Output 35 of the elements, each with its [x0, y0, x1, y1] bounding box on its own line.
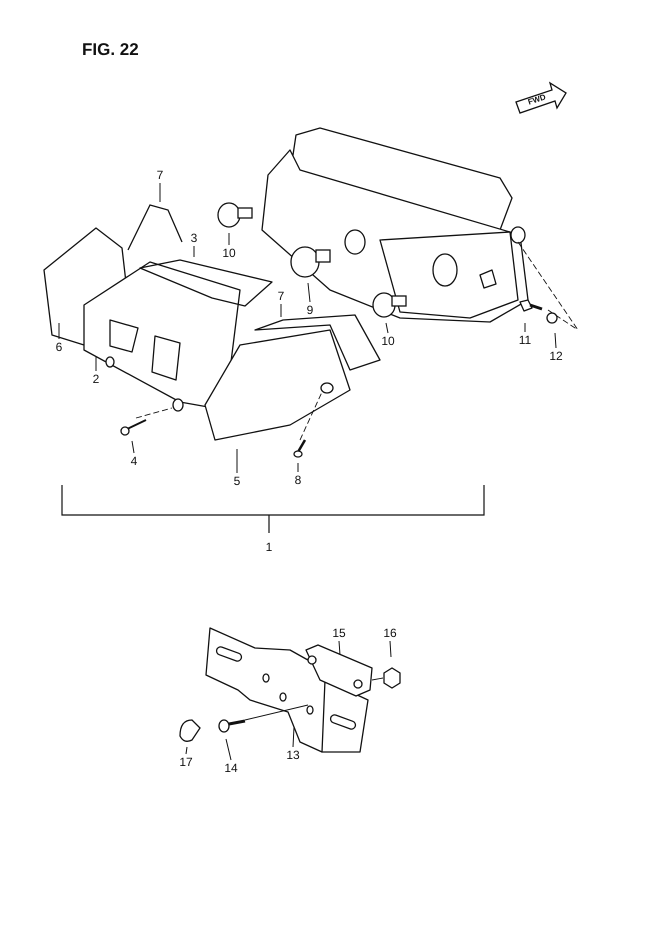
callout-number: 2	[92, 372, 100, 386]
callout-number: 13	[286, 748, 300, 762]
leader-line	[292, 726, 294, 748]
leader-line	[236, 448, 238, 474]
callout-number: 7	[278, 289, 284, 303]
leader-line	[280, 304, 282, 318]
callout-number: 4	[130, 454, 138, 468]
callout-number: 16	[383, 626, 397, 640]
callout-number: 14	[224, 761, 238, 775]
leader-line	[554, 332, 556, 348]
callout-number: 12	[549, 349, 563, 363]
callout-number: 8	[294, 473, 302, 487]
leader-line	[132, 440, 134, 454]
leader-line	[524, 322, 526, 332]
figure-title: FIG. 22	[82, 40, 139, 60]
leader-line	[390, 640, 392, 658]
callout-number: 7	[156, 168, 164, 182]
callout-number: 17	[179, 755, 193, 769]
leader-line	[386, 322, 388, 334]
direction-label: FWD	[526, 91, 548, 109]
leader-line	[228, 232, 230, 246]
callout-number: 15	[332, 626, 346, 640]
leader-line	[186, 746, 188, 754]
callout-number: 9	[306, 303, 314, 317]
callout-number: 6	[56, 340, 62, 354]
callout-number: 5	[234, 474, 240, 488]
callout-number: 1	[266, 540, 272, 554]
leader-line	[308, 282, 310, 302]
leader-line	[58, 322, 60, 340]
leader-line	[226, 738, 232, 760]
callout-number: 10	[381, 334, 395, 348]
callout-number: 10	[222, 246, 236, 260]
callout-number: 11	[518, 333, 532, 347]
leader-line	[338, 640, 340, 656]
callout-number: 3	[190, 231, 198, 245]
